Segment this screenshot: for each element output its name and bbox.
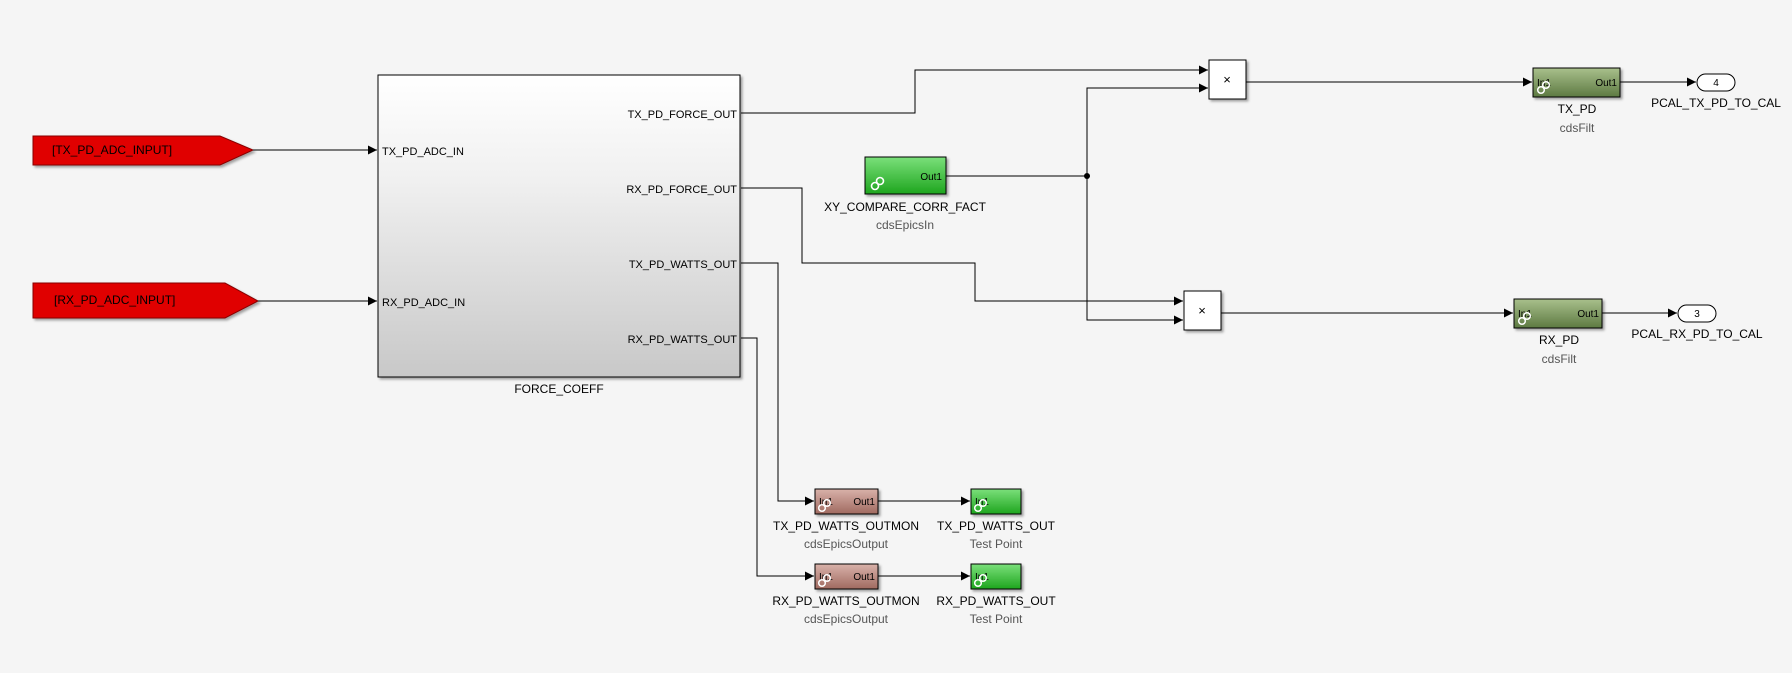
epics-output-tx-out-port: Out1	[853, 497, 875, 508]
test-point-block-tx[interactable]: In1	[970, 488, 1022, 515]
filter-block-tx[interactable]: In1 Out1	[1532, 67, 1621, 98]
signal-rx-force[interactable]	[741, 187, 1183, 306]
force-coeff-output-tx-force: TX_PD_FORCE_OUT	[628, 109, 738, 121]
product-symbol: ×	[1198, 303, 1206, 318]
filter-rx-name: RX_PD	[1539, 333, 1579, 347]
epics-output-rx-in-port: In1	[819, 572, 833, 583]
test-point-tx-sub: Test Point	[970, 537, 1023, 551]
test-point-rx-sub: Test Point	[970, 612, 1023, 626]
product-block-rx[interactable]: ×	[1183, 290, 1222, 331]
outport-4-number: 4	[1713, 78, 1719, 89]
signal-corr-to-rx-product[interactable]	[1086, 176, 1183, 325]
epics-output-tx-in-port: In1	[819, 497, 833, 508]
from-block-rx-label: [RX_PD_ADC_INPUT]	[54, 293, 175, 307]
epics-in-sub: cdsEpicsIn	[876, 218, 934, 232]
link-icon	[870, 176, 885, 191]
signal-tx-force[interactable]	[741, 65, 1208, 114]
outport-3-number: 3	[1694, 309, 1700, 320]
product-symbol: ×	[1223, 72, 1231, 87]
epics-output-rx-out-port: Out1	[853, 572, 875, 583]
epics-output-block-tx[interactable]: In1 Out1	[814, 488, 879, 515]
force-coeff-output-rx-watts: RX_PD_WATTS_OUT	[628, 334, 738, 346]
epics-in-port: Out1	[920, 172, 942, 183]
epics-in-name: XY_COMPARE_CORR_FACT	[824, 200, 986, 214]
signal-corr-to-tx-product[interactable]	[1086, 83, 1208, 176]
link-icon	[817, 498, 832, 513]
outport-3[interactable]: 3	[1677, 304, 1717, 323]
filter-tx-name: TX_PD	[1558, 102, 1597, 116]
outport-4[interactable]: 4	[1696, 73, 1736, 92]
test-point-rx-name: RX_PD_WATTS_OUT	[936, 594, 1056, 608]
force-coeff-input-rx: RX_PD_ADC_IN	[382, 297, 465, 309]
test-point-tx-in-port: In1	[975, 497, 989, 508]
outport-4-name: PCAL_TX_PD_TO_CAL	[1651, 96, 1781, 110]
link-icon	[1517, 311, 1532, 326]
outport-3-name: PCAL_RX_PD_TO_CAL	[1631, 327, 1763, 341]
filter-rx-out-port: Out1	[1577, 309, 1599, 320]
link-icon	[817, 573, 832, 588]
test-point-rx-in-port: In1	[975, 572, 989, 583]
signal-tx-watts[interactable]	[741, 262, 814, 506]
link-icon	[1536, 80, 1551, 95]
force-coeff-name: FORCE_COEFF	[514, 382, 603, 396]
force-coeff-input-tx: TX_PD_ADC_IN	[382, 146, 464, 158]
test-point-block-rx[interactable]: In1	[970, 563, 1022, 590]
link-icon	[973, 498, 988, 513]
filter-block-rx[interactable]: In1 Out1	[1513, 298, 1603, 329]
filter-rx-in-port: In1	[1518, 309, 1532, 320]
epics-output-block-rx[interactable]: In1 Out1	[814, 563, 879, 590]
link-icon	[973, 573, 988, 588]
force-coeff-output-rx-force: RX_PD_FORCE_OUT	[626, 184, 737, 196]
filter-tx-in-port: In1	[1537, 78, 1551, 89]
epics-output-rx-sub: cdsEpicsOutput	[804, 612, 889, 626]
from-block-tx-label: [TX_PD_ADC_INPUT]	[52, 143, 172, 157]
product-block-tx[interactable]: ×	[1208, 59, 1247, 100]
epics-in-block[interactable]: Out1	[864, 156, 947, 195]
filter-rx-sub: cdsFilt	[1542, 352, 1577, 366]
epics-output-tx-sub: cdsEpicsOutput	[804, 537, 889, 551]
force-coeff-subsystem[interactable]: TX_PD_ADC_IN RX_PD_ADC_IN TX_PD_FORCE_OU…	[377, 74, 741, 378]
filter-tx-out-port: Out1	[1595, 78, 1617, 89]
from-block-tx[interactable]: [TX_PD_ADC_INPUT]	[32, 135, 255, 166]
from-block-rx[interactable]: [RX_PD_ADC_INPUT]	[32, 282, 260, 319]
force-coeff-output-tx-watts: TX_PD_WATTS_OUT	[629, 259, 737, 271]
epics-output-tx-name: TX_PD_WATTS_OUTMON	[773, 519, 919, 533]
epics-output-rx-name: RX_PD_WATTS_OUTMON	[772, 594, 919, 608]
filter-tx-sub: cdsFilt	[1560, 121, 1595, 135]
test-point-tx-name: TX_PD_WATTS_OUT	[937, 519, 1056, 533]
signal-rx-watts[interactable]	[741, 337, 814, 581]
